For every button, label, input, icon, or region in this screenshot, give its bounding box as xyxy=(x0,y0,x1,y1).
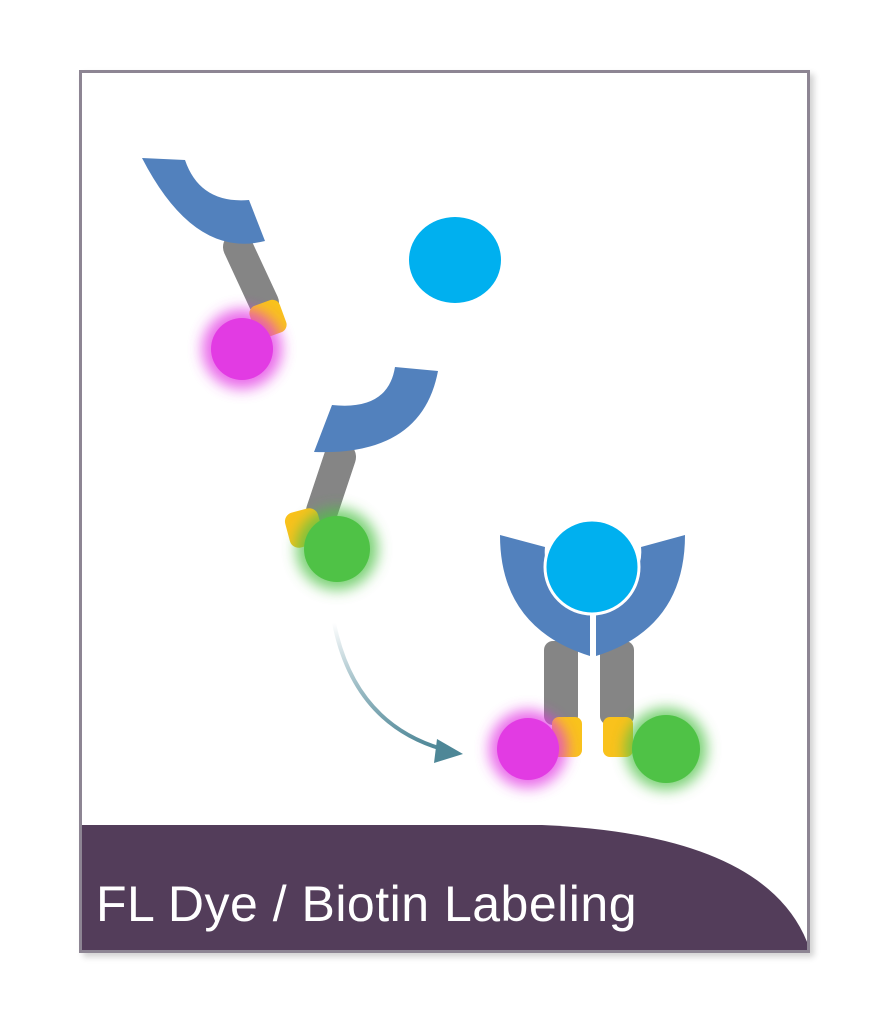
labeling-card: FL Dye / Biotin Labeling xyxy=(79,70,810,953)
antibody-green-label xyxy=(284,367,438,590)
antigen-icon xyxy=(409,217,501,303)
diagram-caption: FL Dye / Biotin Labeling xyxy=(96,876,638,932)
antibody-stem xyxy=(544,641,578,725)
antigen-icon xyxy=(543,518,641,616)
fluorescent-dye-icon xyxy=(497,718,559,780)
antibody-stem xyxy=(306,441,356,527)
dual-labeled-complex xyxy=(489,518,707,790)
antibody-arm xyxy=(596,535,685,656)
antibody-stem xyxy=(223,232,279,318)
caption-banner xyxy=(82,825,807,950)
antibody-stem xyxy=(600,641,634,725)
antibody-arm xyxy=(142,158,265,244)
curved-arrow-icon xyxy=(332,622,463,763)
biotin-icon xyxy=(632,715,700,783)
antibody-arm xyxy=(314,367,438,453)
fluorescent-dye-icon xyxy=(211,318,273,380)
labeling-diagram xyxy=(82,158,807,950)
biotin-icon xyxy=(304,516,370,582)
antibody-arm xyxy=(500,535,590,656)
antibody-magenta-label xyxy=(142,158,287,389)
